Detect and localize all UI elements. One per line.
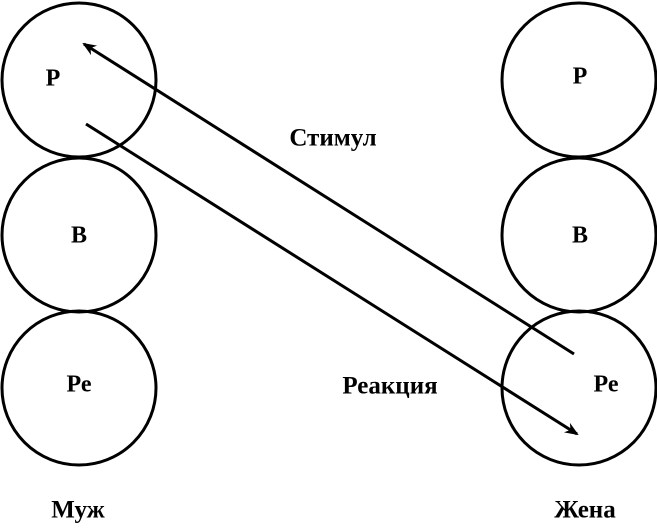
right-column: Р В Ре Жена [500,1,657,524]
left-child-circle [0,309,158,467]
stimulus-arrow [82,42,575,356]
response-label: Реакция [342,373,437,400]
left-adult-label: В [71,223,87,249]
right-column-label: Жена [554,497,616,524]
stimulus-label: Стимул [289,125,376,152]
left-parent-circle [0,1,158,159]
right-parent-label: Р [573,64,588,90]
left-child-label: Ре [67,372,92,398]
left-column: Р В Ре Муж [0,1,158,524]
right-adult-label: В [572,223,588,249]
left-column-label: Муж [51,497,105,524]
right-child-label: Ре [594,372,619,398]
left-parent-label: Р [46,66,61,92]
right-child-circle [500,309,657,467]
response-arrow [85,122,579,436]
